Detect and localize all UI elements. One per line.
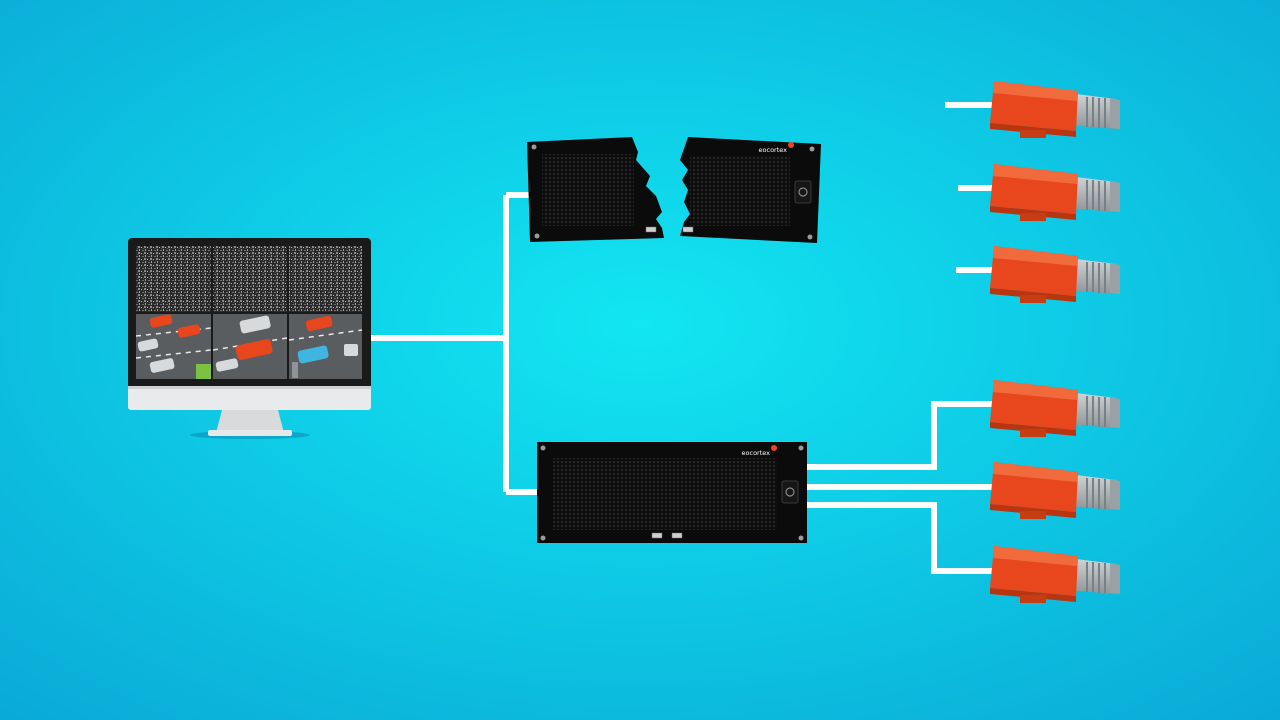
power-button-icon	[781, 480, 799, 504]
cable-camera-6	[806, 502, 995, 574]
feed-traffic-1	[135, 314, 212, 379]
feed-traffic-3	[288, 314, 363, 379]
monitor-chin	[128, 386, 371, 410]
broken-server: eocortex	[527, 137, 821, 243]
monitor-stand	[216, 410, 284, 433]
cable-camera-4	[806, 401, 995, 470]
brand-logo-icon	[771, 445, 777, 451]
brand-logo-icon	[788, 142, 794, 148]
monitor-icon	[128, 238, 371, 439]
broken-server-grille-left	[542, 154, 634, 226]
cables	[368, 102, 995, 574]
working-server-brand: eocortex	[742, 449, 771, 457]
feed-traffic-2	[212, 314, 288, 379]
feed-static-1	[136, 246, 211, 312]
broken-server-brand: eocortex	[759, 146, 788, 154]
working-server: eocortex	[537, 442, 807, 543]
feed-static-3	[289, 246, 362, 312]
working-server-grille	[553, 458, 777, 530]
feed-static-2	[213, 246, 287, 312]
broken-server-grille-right	[690, 156, 790, 226]
power-button-icon	[794, 180, 812, 204]
monitor-stand-base	[208, 430, 292, 436]
